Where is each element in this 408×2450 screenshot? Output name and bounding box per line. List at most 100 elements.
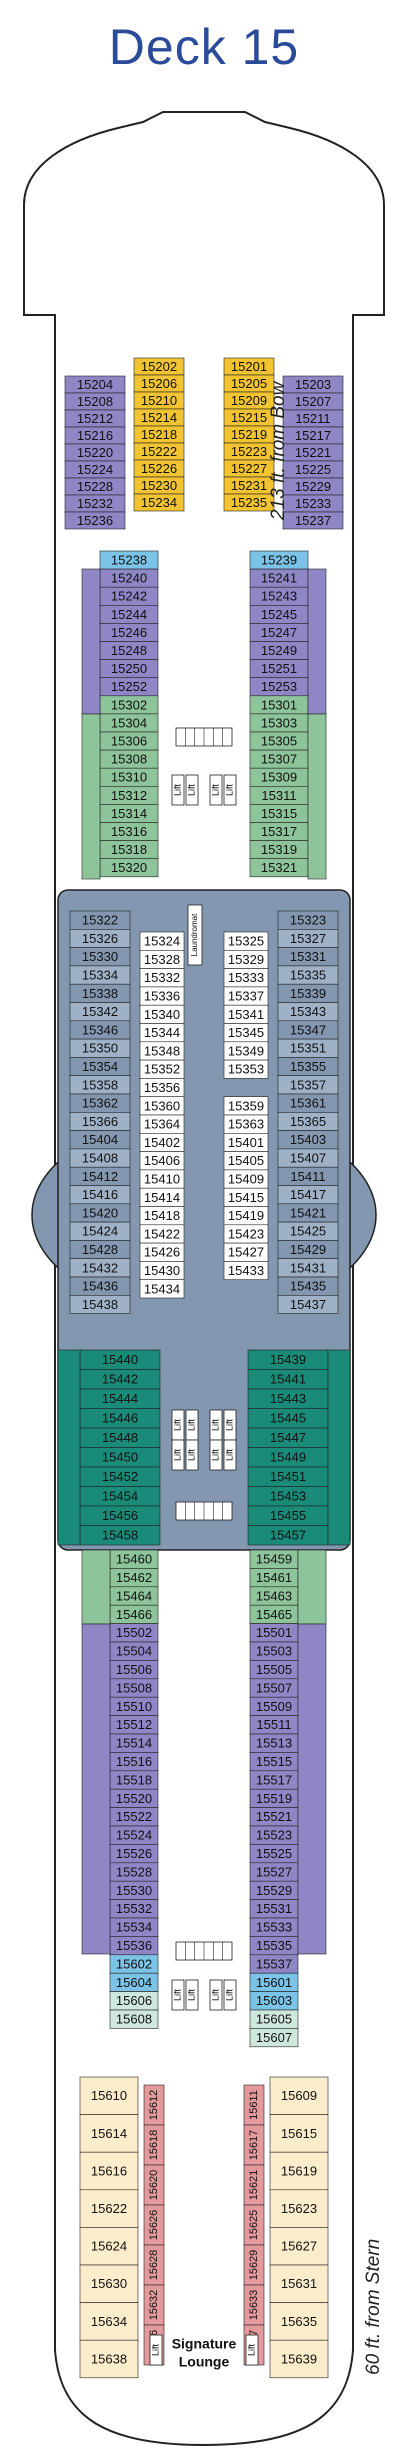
mid-inner-right-cabin-label-15329: 15329	[228, 952, 264, 967]
stern-right-cabin-label-15619: 15619	[281, 2163, 317, 2178]
aft-left-cabin-label-15534: 15534	[116, 1920, 152, 1935]
hall-right-cabin-label-15307: 15307	[261, 752, 297, 767]
hall-left-strip-green	[81, 713, 101, 880]
mid-inner-right-cabin-label-15409: 15409	[228, 1171, 264, 1186]
hall-right-cabin-label-15311: 15311	[261, 788, 296, 803]
mid-inner-left-cabin-label-15414: 15414	[144, 1190, 180, 1205]
teal-left-cabin-label-15454: 15454	[102, 1489, 138, 1504]
mid-right-cabin-label-15339: 15339	[290, 986, 326, 1001]
stern-inner-right-cabin-label-15633: 15633	[248, 2290, 260, 2321]
mid-inner-left-cabin-label-15352: 15352	[144, 1062, 180, 1077]
mid-left-cabin-label-15416: 15416	[82, 1187, 118, 1202]
mid-left-cabin-label-15432: 15432	[82, 1260, 118, 1275]
stern-left-cabin-15630	[79, 2264, 139, 2303]
fwd-inner-right-cabin-label-15219: 15219	[231, 427, 267, 442]
fwd-inner-right-cabin-label-15231: 15231	[231, 478, 267, 493]
aft-left-cabin-label-15504: 15504	[116, 1644, 152, 1659]
mid-right-cabin-label-15335: 15335	[290, 967, 326, 982]
stern-inner-left-cabin-label-15618: 15618	[148, 2130, 160, 2161]
hall-left-cabin-label-15308: 15308	[111, 752, 147, 767]
hall-right-cabin-label-15317: 15317	[261, 824, 297, 839]
mid-left-cabin-label-15408: 15408	[82, 1150, 118, 1165]
aft-right-cabin-label-15523: 15523	[256, 1828, 292, 1843]
mid-inner-left-cabin-label-15360: 15360	[144, 1098, 180, 1113]
hall-left-cabin-label-15314: 15314	[111, 806, 147, 821]
mid-left-cabin-label-15330: 15330	[82, 949, 118, 964]
teal-left-cabin-label-15442: 15442	[102, 1372, 138, 1387]
lift-16	[149, 2334, 163, 2366]
aft-right-cabin-label-15607: 15607	[256, 2030, 292, 2045]
hall-right-strip	[307, 568, 327, 715]
stern-inner-left-cabin-label-15632: 15632	[148, 2290, 160, 2321]
mid-inner-left-cabin-label-15426: 15426	[144, 1245, 180, 1260]
fwd-inner-right-cabin-label-15235: 15235	[231, 495, 267, 510]
fwd-inner-left-cabin-label-15226: 15226	[141, 461, 177, 476]
mid-inner-right-cabin-label-15423: 15423	[228, 1226, 264, 1241]
teal-left-cabin-label-15446: 15446	[102, 1411, 138, 1426]
aft-right-cabin-label-15465: 15465	[256, 1607, 292, 1622]
stern-left-cabin-15622	[79, 2189, 139, 2228]
hall-right-strip-green	[307, 713, 327, 880]
stern-left-cabin-label-15614: 15614	[91, 2126, 127, 2141]
hall-left-cabin-label-15318: 15318	[111, 842, 147, 857]
stern-right-cabin-label-15639: 15639	[281, 2351, 317, 2366]
hall-left-cabin-label-15242: 15242	[111, 589, 147, 604]
mid-left-cabin-15438	[69, 1295, 131, 1314]
fwd-left-cabin-label-15220: 15220	[77, 445, 113, 460]
fwd-inner-left-cabin-label-15222: 15222	[141, 444, 177, 459]
teal-left-cabin-label-15452: 15452	[102, 1469, 138, 1484]
mid-left-cabin-label-15338: 15338	[82, 986, 118, 1001]
aft-right-cabin-label-15463: 15463	[256, 1588, 292, 1603]
mid-left-cabin-label-15412: 15412	[82, 1169, 118, 1184]
mid-inner-right-cabin-label-15427: 15427	[228, 1245, 264, 1260]
mid-inner-right-cabin-15433	[223, 1261, 269, 1281]
mid-inner-right-cabin-15353	[223, 1059, 269, 1079]
aft-right-cabin-label-15531: 15531	[256, 1901, 292, 1916]
fwd-inner-left-cabin-label-15202: 15202	[141, 359, 177, 374]
lift-8	[171, 1439, 185, 1471]
aft-left-cabin-label-15514: 15514	[116, 1736, 152, 1751]
mid-right-cabin-label-15351: 15351	[290, 1041, 326, 1056]
aft-right-cabin-label-15533: 15533	[256, 1920, 292, 1935]
fwd-right-cabin-label-15229: 15229	[295, 479, 331, 494]
aft-left-cabin-label-15528: 15528	[116, 1864, 152, 1879]
lift-9	[185, 1439, 199, 1471]
mid-inner-left-cabin-label-15430: 15430	[144, 1263, 180, 1278]
mid-inner-left-cabin-label-15418: 15418	[144, 1208, 180, 1223]
mid-inner-left-cabin-15434	[139, 1279, 185, 1299]
hall-left-cabin-label-15304: 15304	[111, 715, 147, 730]
stern-left-cabin-label-15610: 15610	[91, 2088, 127, 2103]
aft-right-cabin-label-15529: 15529	[256, 1883, 292, 1898]
laundromat	[187, 904, 203, 966]
fwd-inner-left-cabin-label-15218: 15218	[141, 427, 177, 442]
aft-right-cabin-label-15511: 15511	[256, 1717, 291, 1732]
stern-inner-left-cabin-label-15620: 15620	[148, 2170, 160, 2201]
aft-right-cabin-label-15505: 15505	[256, 1662, 292, 1677]
lift-12	[171, 1979, 185, 2011]
stern-inner-right-cabin-label-15617: 15617	[248, 2130, 260, 2161]
teal-right-cabin-label-15453: 15453	[270, 1489, 306, 1504]
mid-inner-right-cabin-label-15337: 15337	[228, 988, 264, 1003]
aft-left-cabin-label-15502: 15502	[116, 1625, 152, 1640]
mid-right-cabin-label-15323: 15323	[290, 913, 326, 928]
fwd-inner-right-cabin-15235	[223, 493, 275, 512]
hall-right-cabin-label-15303: 15303	[261, 715, 297, 730]
lift-16-label: Lift	[150, 2344, 160, 2357]
hall-right-cabin-label-15305: 15305	[261, 733, 297, 748]
mid-right-cabin-label-15347: 15347	[290, 1022, 326, 1037]
mid-right-cabin-label-15429: 15429	[290, 1242, 326, 1257]
lift-15-label: Lift	[224, 1989, 234, 2002]
mid-right-cabin-label-15437: 15437	[290, 1297, 326, 1312]
mid-left-cabin-label-15354: 15354	[82, 1059, 118, 1074]
teal-left-cabin-label-15448: 15448	[102, 1430, 138, 1445]
fwd-left-cabin-label-15212: 15212	[77, 411, 113, 426]
stern-distance-label: 60 ft. from Stern	[363, 2238, 384, 2375]
aft-right-cabin-label-15603: 15603	[256, 1993, 292, 2008]
aft-right-cabin-label-15459: 15459	[256, 1552, 292, 1567]
lift-15	[223, 1979, 237, 2011]
mid-inner-right-cabin-label-15359: 15359	[228, 1098, 264, 1113]
teal-left-cabin-label-15458: 15458	[102, 1528, 138, 1543]
hall-right-cabin-label-15309: 15309	[261, 770, 297, 785]
teal-right-strip	[327, 1349, 351, 1546]
teal-right-cabin-label-15455: 15455	[270, 1508, 306, 1523]
